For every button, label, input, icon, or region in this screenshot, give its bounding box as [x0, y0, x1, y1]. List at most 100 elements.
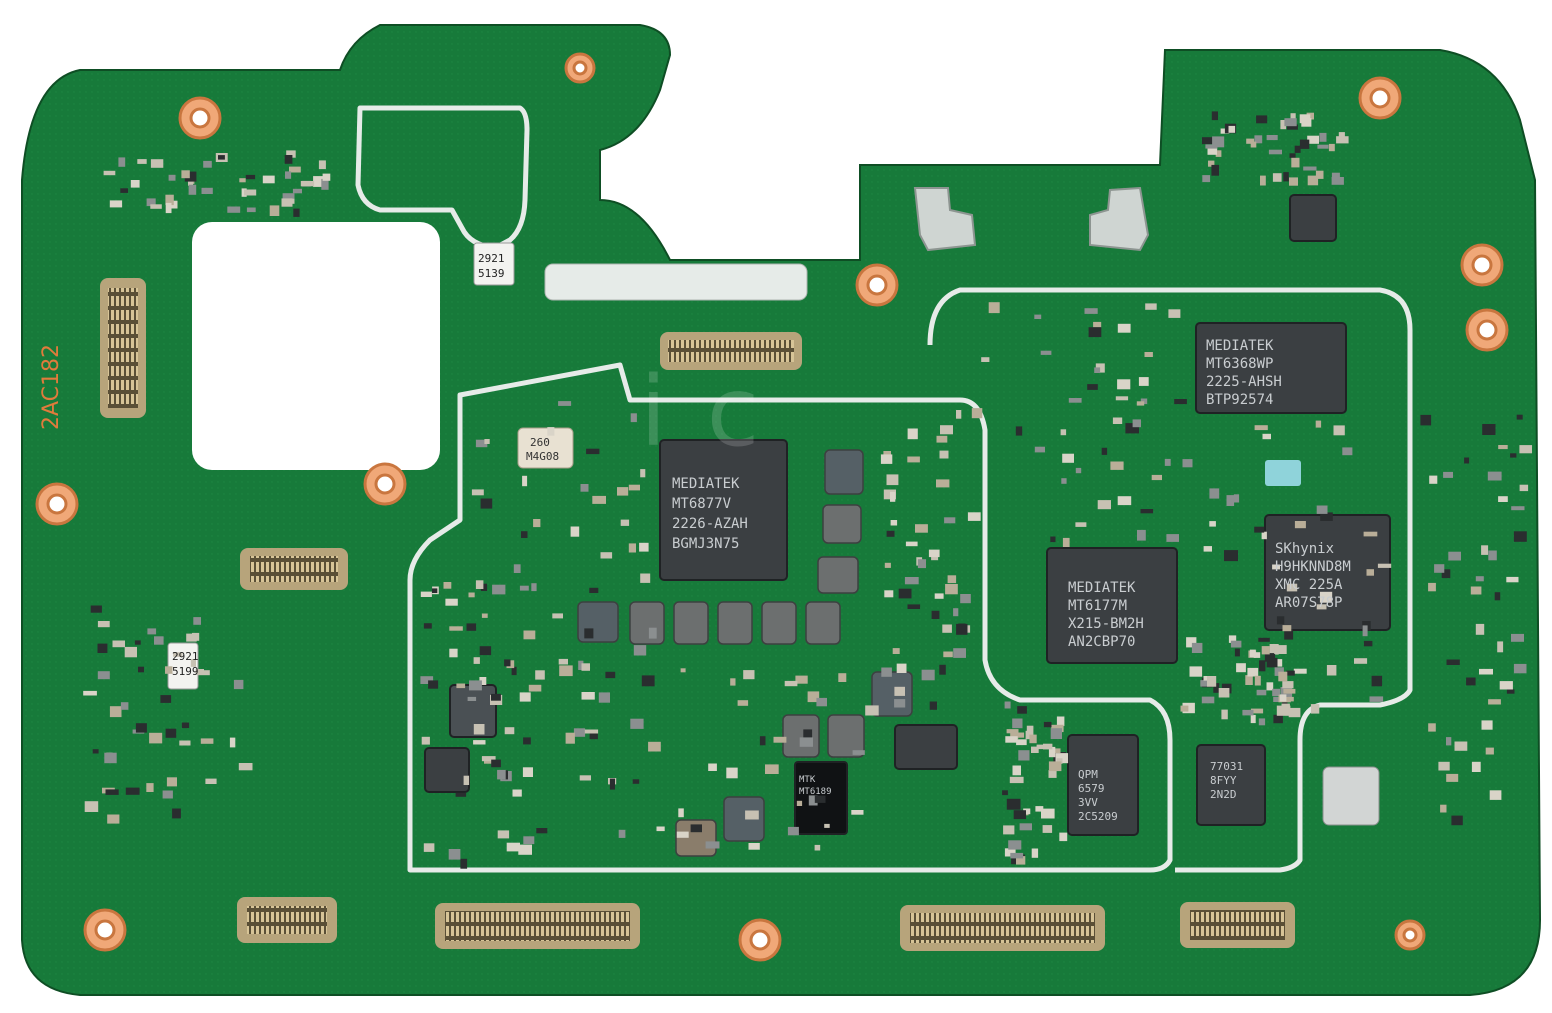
smd-part	[1471, 761, 1481, 772]
smd-part	[1060, 429, 1067, 436]
svg-text:XMC 225A: XMC 225A	[1275, 577, 1343, 593]
smd-part	[1516, 414, 1523, 420]
smd-part	[1519, 484, 1529, 492]
smd-part	[988, 302, 1000, 314]
smd-part	[1268, 149, 1282, 155]
smd-part	[1068, 398, 1082, 403]
smd-part	[179, 740, 191, 746]
svg-text:MTK: MTK	[799, 775, 816, 785]
smd-part	[1448, 551, 1461, 561]
smd-part	[1446, 773, 1459, 782]
smd-part	[512, 789, 522, 797]
smd-part	[1262, 433, 1271, 440]
smd-part	[1013, 810, 1026, 820]
smd-part	[1336, 136, 1349, 144]
smd-part	[904, 577, 919, 585]
smd-part	[1283, 172, 1289, 182]
smd-part	[1254, 526, 1265, 533]
smd-part	[896, 663, 907, 673]
smd-part	[518, 844, 532, 855]
smd-part	[630, 718, 644, 729]
smd-part	[146, 783, 154, 792]
smd-part	[1481, 545, 1489, 555]
smd-part	[676, 831, 689, 838]
smd-part	[936, 435, 948, 443]
smd-part	[1256, 689, 1267, 696]
smd-part	[558, 658, 568, 665]
smd-part	[939, 450, 949, 459]
smd-part	[1042, 825, 1053, 833]
smd-part	[262, 175, 275, 184]
smd-part	[784, 680, 798, 687]
smd-part	[1254, 135, 1263, 144]
smd-part	[463, 775, 470, 785]
smd-part	[1209, 488, 1220, 499]
smd-part	[186, 633, 197, 642]
smd-part	[1050, 728, 1062, 739]
smd-part	[1062, 537, 1070, 547]
smd-part	[765, 764, 779, 774]
smd-part	[168, 174, 176, 181]
smd-part	[1513, 663, 1527, 674]
smd-part	[1110, 461, 1124, 470]
smd-part	[423, 843, 435, 852]
smd-part	[1112, 417, 1123, 424]
smd-part	[1202, 175, 1211, 183]
smd-part	[1451, 815, 1463, 826]
smd-part	[928, 549, 940, 558]
smd-part	[944, 517, 956, 524]
smd-part	[1233, 494, 1240, 503]
smd-part	[285, 171, 292, 179]
smd-part	[107, 814, 120, 824]
smd-part	[1464, 457, 1470, 464]
smd-part	[1189, 666, 1203, 677]
smd-part	[535, 670, 545, 680]
smd-part	[1259, 660, 1266, 672]
smd-part	[160, 695, 172, 703]
smd-part	[423, 623, 432, 629]
smd-part	[1342, 447, 1353, 456]
smd-part	[580, 484, 589, 492]
smd-part	[881, 667, 892, 677]
smd-part	[475, 439, 488, 448]
smd-part	[1132, 419, 1141, 428]
smd-part	[1218, 688, 1230, 698]
smd-part	[639, 542, 649, 552]
smd-part	[292, 188, 302, 194]
smd-part	[1487, 471, 1502, 481]
smd-part	[708, 763, 717, 771]
smd-part	[1269, 644, 1279, 655]
smd-part	[1138, 377, 1149, 386]
smd-part	[1180, 705, 1189, 712]
smd-part	[1316, 604, 1327, 610]
smd-part	[1440, 804, 1447, 813]
svg-text:77031: 77031	[1210, 760, 1243, 773]
smd-part	[1438, 761, 1450, 771]
mounting-holes	[35, 52, 1509, 962]
svg-text:MEDIATEK: MEDIATEK	[672, 476, 740, 492]
smd-part	[1254, 675, 1261, 686]
smd-part	[640, 573, 651, 583]
smd-part	[890, 491, 896, 502]
smd-part	[479, 646, 492, 656]
smd-part	[1258, 718, 1266, 726]
smd-part	[109, 200, 123, 208]
smd-part	[120, 188, 128, 193]
smd-part	[1482, 424, 1496, 435]
svg-text:BGMJ3N75: BGMJ3N75	[672, 536, 739, 552]
smd-part	[1289, 177, 1298, 186]
smd-part	[620, 519, 630, 526]
smd-part	[109, 706, 122, 718]
smd-part	[165, 194, 174, 206]
smd-part	[1168, 309, 1181, 318]
smd-part	[648, 627, 657, 639]
smd-part	[531, 583, 537, 592]
svg-text:QPM: QPM	[1078, 768, 1098, 781]
smd-part	[641, 675, 655, 687]
smd-part	[1016, 739, 1027, 746]
smd-part	[745, 810, 759, 820]
smd-part	[1034, 314, 1042, 319]
smd-part	[103, 170, 116, 176]
smd-part	[519, 692, 531, 702]
smd-part	[814, 844, 821, 851]
